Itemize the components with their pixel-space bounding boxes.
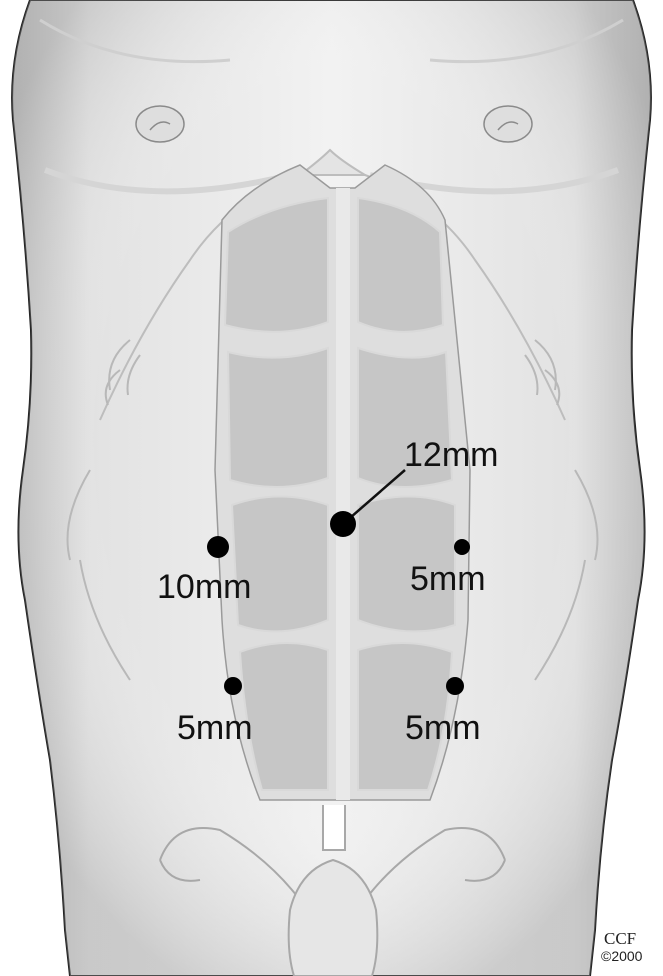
muscle-segment-r2 [228,348,328,487]
port-label-left-upper: 5mm [410,560,486,598]
port-dot-right-upper [207,536,229,558]
port-dot-umbilical [330,511,356,537]
muscle-segment-r3 [232,497,328,632]
port-dot-left-upper [454,539,470,555]
nipple-left-side [484,106,532,142]
credit-ccf: CCF [604,929,636,948]
port-label-umbilical: 12mm [404,436,498,474]
port-label-left-lower: 5mm [405,709,481,747]
credit-year: ©2000 [601,948,643,964]
port-label-right-lower: 5mm [177,709,253,747]
port-dot-left-lower [446,677,464,695]
nipple-right-side [136,106,184,142]
port-dot-right-lower [224,677,242,695]
port-label-right-upper: 10mm [157,568,251,606]
